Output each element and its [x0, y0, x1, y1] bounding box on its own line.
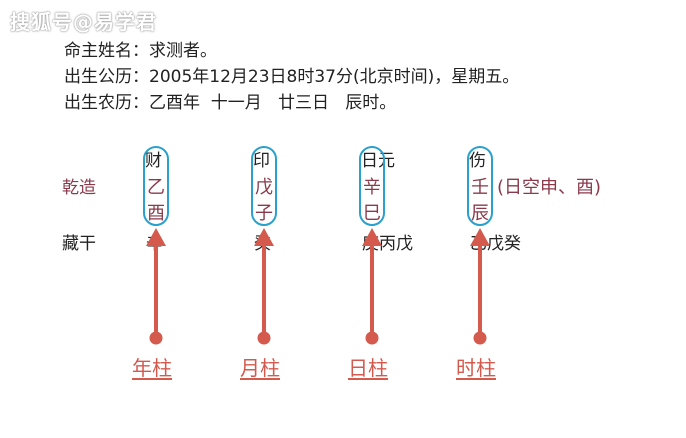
arrow-dot-hour — [473, 331, 487, 345]
arrow-year — [146, 228, 166, 345]
lunar-date-line: 出生农历：乙酉年 十一月 廿三日 辰时。 — [64, 93, 397, 113]
pillar-label-month: 月柱 — [240, 356, 280, 380]
heavenly-stem-day: 辛 — [363, 177, 381, 198]
pillar-oval-day — [359, 146, 385, 226]
heavenly-stem-hour: 壬 — [471, 177, 489, 198]
void-note: (日空申、酉) — [497, 177, 602, 198]
solar-date-line: 出生公历：2005年12月23日8时37分(北京时间)，星期五。 — [64, 67, 520, 87]
canggan-label: 藏干 — [62, 234, 96, 254]
pillar-label-year: 年柱 — [132, 356, 172, 380]
heavenly-stem-month: 戊 — [255, 177, 273, 198]
pillar-oval-year — [143, 146, 169, 226]
arrow-dot-year — [149, 331, 163, 345]
name-line: 命主姓名：求测者。 — [64, 41, 217, 61]
arrow-hour — [470, 228, 490, 345]
arrow-day — [362, 228, 382, 345]
pillar-label-hour: 时柱 — [456, 356, 496, 380]
arrow-dot-day — [365, 331, 379, 345]
pillar-oval-hour — [467, 146, 493, 226]
arrow-head-day — [362, 228, 382, 246]
arrow-head-hour — [470, 228, 490, 246]
arrow-head-month — [254, 228, 274, 246]
arrow-month — [254, 228, 274, 345]
pillar-oval-month — [251, 146, 277, 226]
watermark: 搜狐号@易学君 — [10, 10, 157, 34]
pillar-label-day: 日柱 — [348, 356, 388, 380]
arrow-head-year — [146, 228, 166, 246]
heavenly-stem-year: 乙 — [147, 177, 165, 198]
arrow-dot-month — [257, 331, 271, 345]
qianzao-label: 乾造 — [62, 178, 96, 198]
